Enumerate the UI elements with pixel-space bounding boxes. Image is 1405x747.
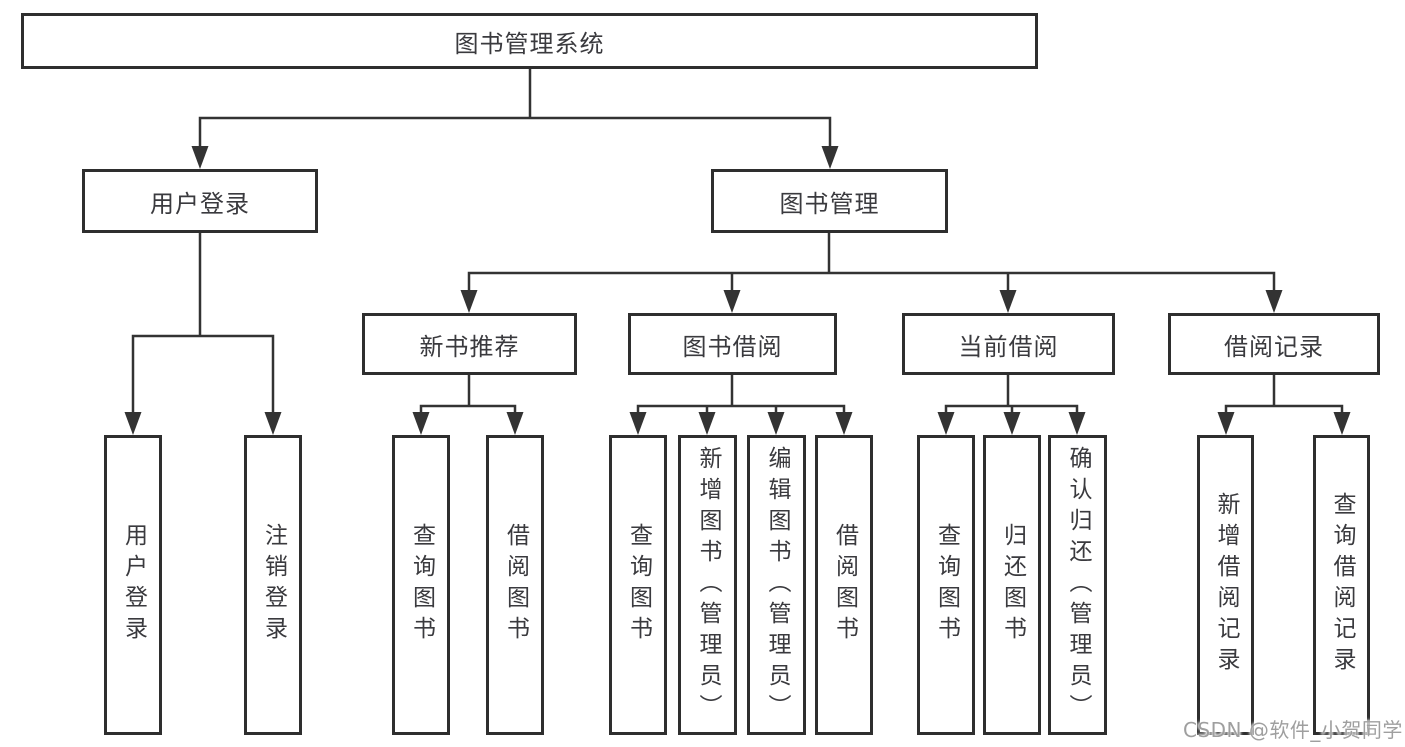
node-borrowing-records-label: 借阅记录 (1224, 332, 1324, 361)
node-book-borrowing-label: 图书借阅 (682, 332, 783, 361)
leaf-user-login-label: 用户登录 (120, 523, 147, 647)
node-root-label: 图书管理系统 (454, 29, 605, 58)
connector-book-mgmt-children (467, 231, 1276, 296)
connector-root-to-level2 (198, 67, 832, 152)
arrowhead (835, 412, 853, 435)
leaf-return-books-label: 归还图书 (999, 523, 1026, 647)
arrowhead (1003, 412, 1021, 435)
leaf-return-books: 归还图书 (983, 435, 1041, 735)
leaf-confirm-return-admin-label: 确认归还（管理员） (1065, 445, 1091, 725)
leaf-query-books-recommend: 查询图书 (392, 435, 450, 735)
arrowhead (821, 146, 839, 169)
leaf-add-book-admin: 新增图书（管理员） (678, 435, 737, 735)
csdn-watermark: CSDN @软件_小贺同学 (1183, 718, 1403, 742)
connector-records-children (1224, 373, 1344, 418)
arrowhead (460, 290, 478, 313)
node-borrowing-records: 借阅记录 (1168, 313, 1380, 375)
leaf-query-books-recommend-label: 查询图书 (408, 523, 435, 647)
arrowhead (999, 290, 1017, 313)
leaf-borrow-books-recommend: 借阅图书 (486, 435, 544, 735)
node-root: 图书管理系统 (21, 13, 1038, 69)
leaf-confirm-return-admin: 确认归还（管理员） (1048, 435, 1107, 735)
leaf-user-login: 用户登录 (104, 435, 162, 735)
connector-current-children (944, 373, 1079, 418)
leaf-borrow-books-borrowing-label: 借阅图书 (831, 523, 858, 647)
arrowheads (124, 146, 1351, 435)
arrowhead (412, 412, 430, 435)
arrowhead (937, 412, 955, 435)
leaf-query-books-borrowing: 查询图书 (609, 435, 667, 735)
node-current-borrowing-label: 当前借阅 (958, 332, 1059, 361)
arrowhead (264, 412, 282, 435)
leaf-query-borrow-record: 查询借阅记录 (1313, 435, 1370, 735)
leaf-edit-book-admin-label: 编辑图书（管理员） (764, 445, 790, 725)
arrowhead (1265, 290, 1283, 313)
arrowhead (506, 412, 524, 435)
node-current-borrowing: 当前借阅 (902, 313, 1115, 375)
leaf-borrow-books-recommend-label: 借阅图书 (502, 523, 529, 647)
leaf-query-books-current: 查询图书 (917, 435, 975, 735)
arrowhead (191, 146, 209, 169)
arrowhead (124, 412, 142, 435)
leaf-query-books-current-label: 查询图书 (933, 523, 960, 647)
arrowhead (1333, 412, 1351, 435)
arrowhead (629, 412, 647, 435)
leaf-logout: 注销登录 (244, 435, 302, 735)
leaf-add-borrow-record-label: 新增借阅记录 (1213, 492, 1239, 678)
leaf-query-borrow-record-label: 查询借阅记录 (1329, 492, 1355, 678)
node-user-login: 用户登录 (82, 169, 318, 233)
connector-borrowing-children (636, 373, 846, 418)
leaf-borrow-books-borrowing: 借阅图书 (815, 435, 873, 735)
node-book-borrowing: 图书借阅 (628, 313, 837, 375)
node-book-management: 图书管理 (711, 169, 948, 233)
leaf-query-books-borrowing-label: 查询图书 (625, 523, 652, 647)
leaf-add-borrow-record: 新增借阅记录 (1197, 435, 1254, 735)
node-book-management-label: 图书管理 (779, 189, 880, 218)
node-new-book-recommendation: 新书推荐 (362, 313, 577, 375)
arrowhead (767, 412, 785, 435)
arrowhead (1217, 412, 1235, 435)
connector-user-login-children (131, 231, 275, 418)
connector-recommend-children (419, 373, 517, 418)
arrowhead (698, 412, 716, 435)
node-new-book-recommendation-label: 新书推荐 (419, 332, 520, 361)
arrowhead (723, 290, 741, 313)
arrowhead (1068, 412, 1086, 435)
node-user-login-label: 用户登录 (150, 189, 250, 218)
leaf-edit-book-admin: 编辑图书（管理员） (747, 435, 806, 735)
leaf-add-book-admin-label: 新增图书（管理员） (695, 445, 721, 725)
leaf-logout-label: 注销登录 (260, 523, 287, 647)
